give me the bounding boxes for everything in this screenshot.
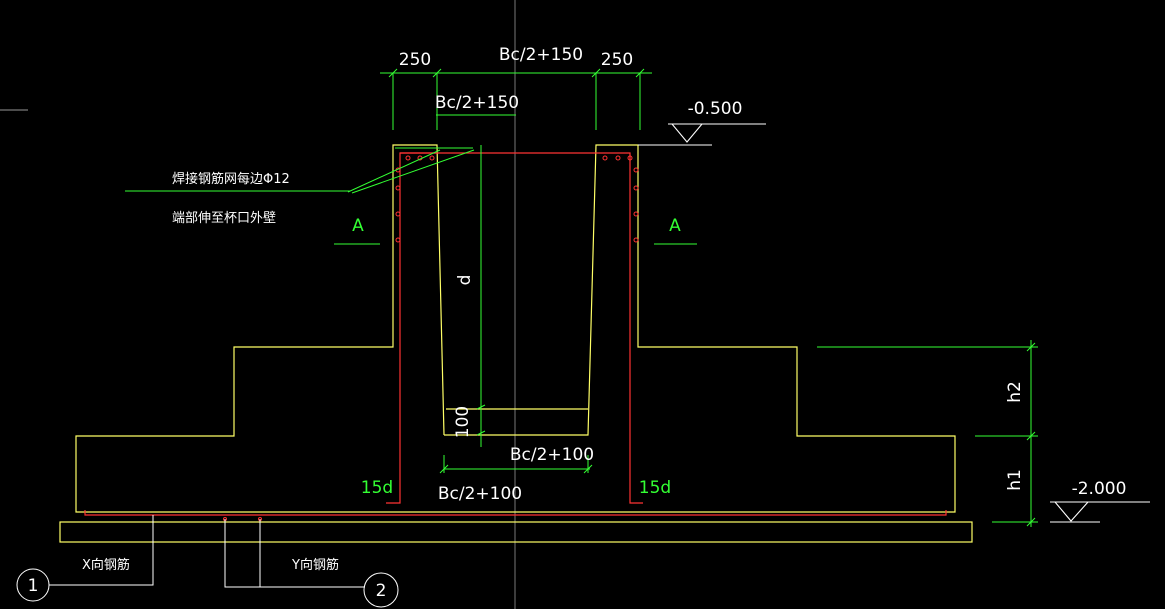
callout-2-number: 2 (376, 581, 387, 601)
elevation-bottom-value: -2.000 (1072, 479, 1127, 499)
dim-top-right-250: 250 (601, 50, 633, 70)
dim-step-h2: h2 (1005, 381, 1025, 403)
dim-cup-depth-d: d (455, 275, 475, 286)
rebar-right-cup (485, 152, 643, 504)
foundation-outline (59, 144, 973, 543)
callout-2-label: Y向钢筋 (291, 557, 339, 573)
anchorage-left-15d: 15d (361, 478, 393, 498)
dim-cup-bottom-bc2-100-lower: Bc/2+100 (438, 484, 522, 504)
rebar-dots (223, 155, 639, 521)
section-mark-right: A (669, 216, 681, 236)
dim-top-center-bc2-150: Bc/2+150 (499, 45, 583, 65)
elevation-markers (638, 123, 1150, 523)
callout-2-circle (363, 572, 399, 608)
rebar-left-cup (386, 152, 485, 504)
dim-cup-bottom-100: 100 (453, 406, 473, 438)
dim-top-left-250: 250 (399, 50, 431, 70)
outer-step-profile (75, 144, 956, 513)
bedding-layer (59, 521, 973, 543)
dimension-lines (125, 68, 1038, 527)
rebar-bottom-mesh (84, 510, 947, 516)
anchorage-right-15d: 15d (639, 478, 671, 498)
elevation-bottom-triangle (1054, 501, 1090, 522)
dim-cup-top-bc2-150: Bc/2+150 (435, 93, 519, 113)
callout-1-circle (16, 568, 50, 602)
dim-step-h1: h1 (1005, 469, 1025, 491)
note-rebar-mesh: 焊接钢筋网每边Φ12 (172, 171, 290, 187)
callout-1-label: X向钢筋 (82, 557, 130, 573)
section-mark-left: A (352, 216, 364, 236)
callout-1-number: 1 (28, 576, 39, 596)
callout-leaders (16, 515, 399, 608)
dim-cup-bottom-bc2-100-upper: Bc/2+100 (510, 445, 594, 465)
elevation-top-triangle (671, 123, 704, 143)
rebar-layer (84, 152, 947, 521)
callout-1-leader (49, 515, 154, 586)
callout-2-leader (224, 519, 365, 588)
note-rebar-end: 端部伸至杯口外壁 (172, 211, 276, 226)
elevation-top-value: -0.500 (688, 99, 743, 119)
